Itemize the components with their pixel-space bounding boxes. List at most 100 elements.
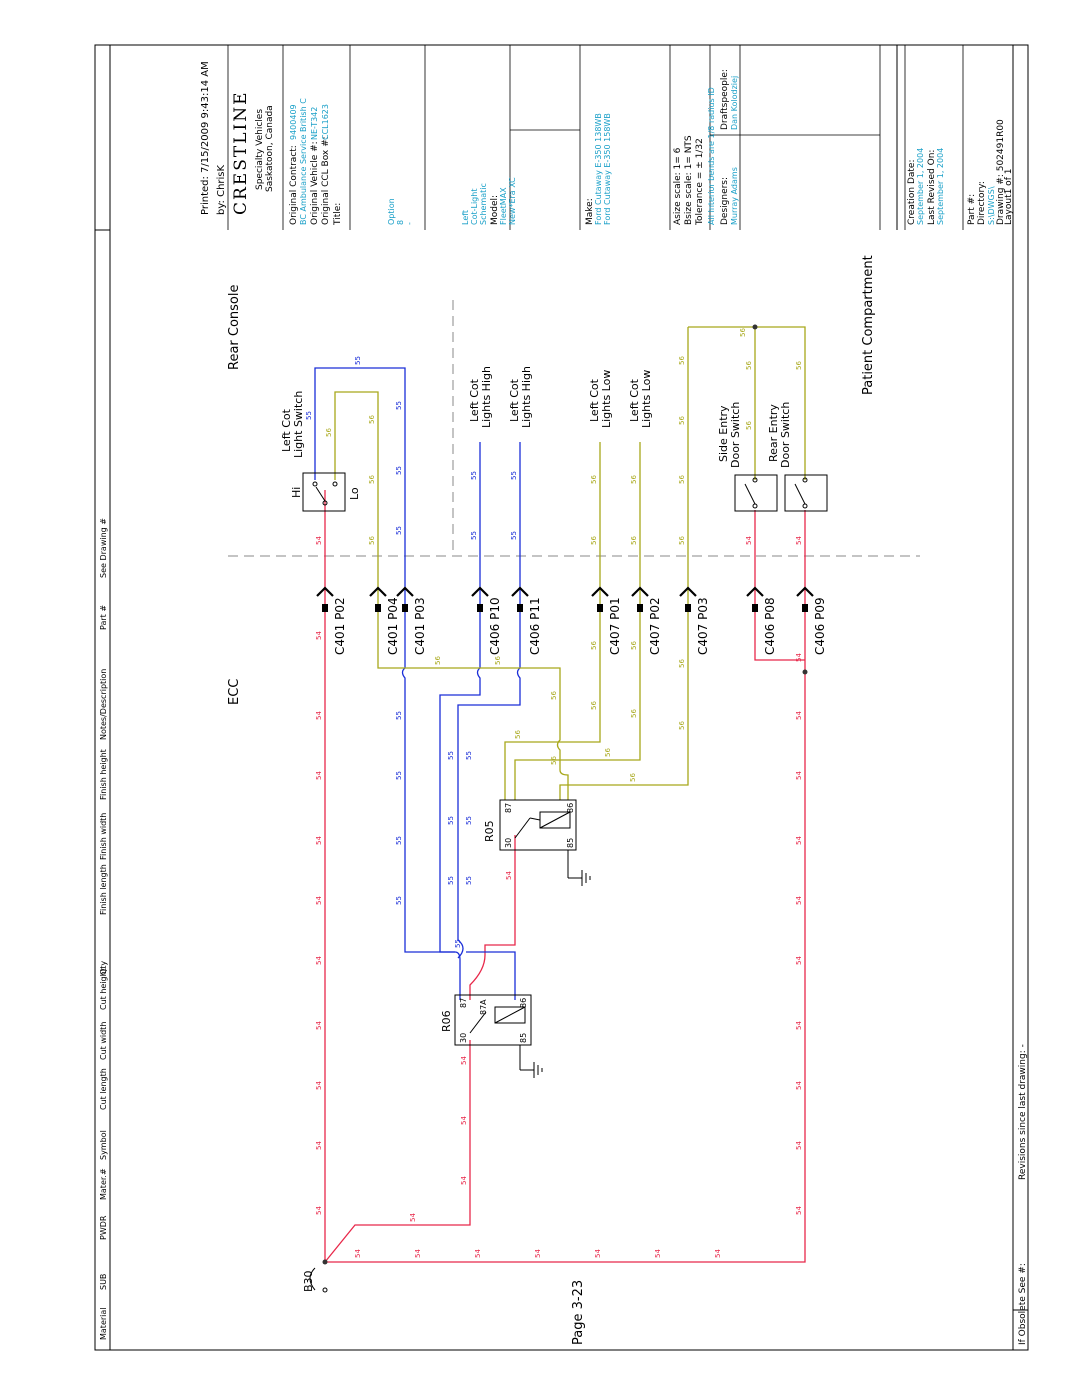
wire-label-55: 55 [465, 876, 473, 885]
area-separators [228, 300, 920, 557]
option-label: Option [387, 198, 396, 225]
connector-c401-p02: C401 P02 [316, 586, 347, 655]
wire-label-56: 56 [629, 773, 637, 782]
company-line2: Saskatoon, Canada [265, 105, 275, 192]
page-label: Page 3-23 [571, 1280, 586, 1345]
wire-label-56: 56 [368, 475, 376, 484]
wire-label-56: 56 [494, 656, 502, 665]
wire-label-56: 56 [368, 536, 376, 545]
left-cot-light-switch [302, 472, 346, 512]
load-2-line2: Lights Low [600, 370, 613, 428]
wire-label-56: 56 [368, 415, 376, 424]
bom-col-11: Finish height [99, 749, 108, 800]
relay-r05-pin-86: 86 [566, 803, 575, 813]
wire-label-54: 54 [315, 1021, 323, 1030]
orig-vehicle-label: Original Vehicle #: [310, 141, 320, 225]
wire-label-55: 55 [470, 531, 478, 540]
revisions-note: Revisions since last drawing: - [1018, 1044, 1028, 1180]
wire-label-55: 55 [395, 466, 403, 475]
wire-label-54: 54 [315, 711, 323, 720]
bom-col-10: Finish width [99, 813, 108, 860]
wire-label-55: 55 [395, 526, 403, 535]
wire-label-54: 54 [354, 1249, 362, 1258]
relay-r05 [499, 799, 591, 886]
svg-text:C401 P03: C401 P03 [413, 597, 427, 655]
connector-c401-p04: C401 P04 [369, 586, 400, 655]
wire-label-54: 54 [315, 1206, 323, 1215]
bom-col-5: Cut length [99, 1068, 108, 1110]
wire-label-56: 56 [550, 756, 558, 765]
side-entry-door-switch [734, 474, 778, 512]
label-patient-compartment: Patient Compartment [861, 255, 876, 395]
wire-label-55: 55 [305, 411, 313, 420]
designer-val: Murray Adams [730, 167, 739, 225]
wire-label-54: 54 [315, 631, 323, 640]
bom-col-7: Cut height [99, 968, 108, 1010]
wire-label-55: 55 [447, 876, 455, 885]
switch-hi-label: Hi [290, 487, 303, 498]
wires-54 [324, 490, 806, 1263]
wire-label-54: 54 [460, 1056, 468, 1065]
bom-col-1: SUB [99, 1274, 108, 1290]
bom-col-13: Part # [99, 605, 108, 630]
wire-label-55: 55 [510, 531, 518, 540]
wire-label-54: 54 [654, 1249, 662, 1258]
connector-c406-p09: C406 P09 [796, 586, 827, 655]
company-line1: Specialty Vehicles [255, 109, 265, 190]
wire-label-54: 54 [315, 1141, 323, 1150]
bom-col-9: Finish length [99, 864, 108, 915]
relay-r06-pin-86: 86 [519, 998, 528, 1008]
wire-label-54: 54 [795, 1081, 803, 1090]
bom-col-14: See Drawing # [99, 518, 108, 578]
option-val1: 8 [396, 220, 405, 225]
b30-terminal [309, 1267, 328, 1293]
rear-entry-door-switch [784, 474, 828, 512]
desc-line2: Cot-Light [470, 189, 479, 225]
svg-text:C406 P08: C406 P08 [763, 597, 777, 655]
wire-label-54: 54 [315, 1081, 323, 1090]
svg-text:C407 P02: C407 P02 [648, 597, 662, 655]
wire-label-54: 54 [414, 1249, 422, 1258]
desc-line3: Schematic [479, 183, 488, 225]
wire-label-55: 55 [465, 751, 473, 760]
connector-c407-p03: C407 P03 [679, 586, 710, 655]
model-val1: FleetMAX [499, 187, 508, 225]
side-door-line2: Door Switch [729, 402, 742, 468]
side-door-line1: Side Entry [717, 405, 730, 462]
svg-text:C406 P09: C406 P09 [813, 597, 827, 655]
wire-label-56: 56 [514, 730, 522, 739]
wire-label-54: 54 [409, 1213, 417, 1222]
wires-56 [334, 326, 806, 800]
relay-r06-pin-30: 30 [459, 1033, 468, 1043]
wire-label-56: 56 [745, 361, 753, 370]
label-rear-console: Rear Console [227, 285, 242, 371]
connector-c406-p08: C406 P08 [746, 586, 777, 655]
wire-label-54: 54 [795, 1021, 803, 1030]
rear-door-line1: Rear Entry [767, 404, 780, 462]
bom-col-2: PWDR [99, 1215, 108, 1240]
svg-text:C401 P02: C401 P02 [333, 597, 347, 655]
wire-label-54: 54 [315, 956, 323, 965]
wire-label-56: 56 [739, 328, 747, 337]
model-label: Model: [490, 195, 500, 225]
wire-label-56: 56 [550, 691, 558, 700]
wire-label-54: 54 [474, 1249, 482, 1258]
connector-c406-p10: C406 P10 [471, 586, 502, 655]
switch-title-line1: Left Cot [280, 408, 293, 452]
relay-r06-pin-87a: 87A [479, 999, 488, 1015]
wire-label-55: 55 [465, 816, 473, 825]
svg-text:C407 P03: C407 P03 [696, 597, 710, 655]
wire-label-54: 54 [795, 836, 803, 845]
wire-label-54: 54 [315, 836, 323, 845]
relay-r06 [454, 994, 543, 1078]
load-0-line1: Left Cot [468, 378, 481, 422]
make-val1: Ford Cutaway E-350 138WB [594, 113, 603, 225]
wires-55 [314, 367, 521, 1000]
bom-col-4: Symbol [99, 1130, 108, 1160]
model-val2: New*Era XC [508, 177, 517, 225]
switch-title-line2: Light Switch [292, 391, 305, 458]
wire-label-55: 55 [395, 771, 403, 780]
directory-val: S:\DWGS\ [987, 186, 996, 225]
bom-col-6: Cut width [99, 1022, 108, 1060]
